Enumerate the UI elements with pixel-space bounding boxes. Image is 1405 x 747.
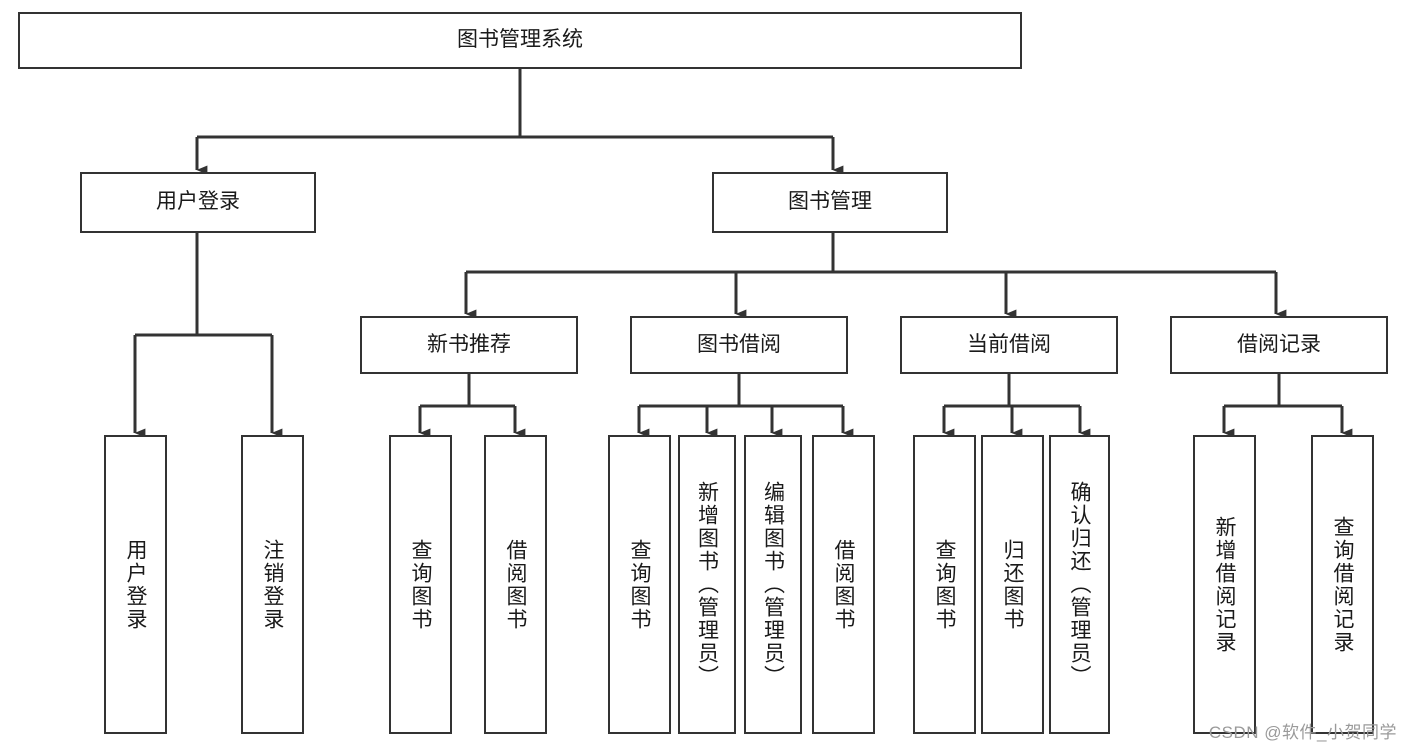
node-book-borrow[interactable]: 图书借阅: [630, 316, 848, 374]
node-leaf-return-book[interactable]: 归还图书: [981, 435, 1044, 734]
node-leaf-user-login[interactable]: 用户登录: [104, 435, 167, 734]
node-label: 图书借阅: [697, 332, 781, 356]
node-label: 借阅图书: [504, 538, 527, 631]
node-leaf-add-book[interactable]: 新增图书（管理员）: [678, 435, 736, 734]
node-leaf-borrow-book[interactable]: 借阅图书: [812, 435, 875, 734]
node-label: 借阅图书: [832, 538, 855, 631]
node-label: 当前借阅: [967, 332, 1051, 356]
node-label: 图书管理: [788, 190, 872, 214]
node-leaf-query-book-borrow[interactable]: 查询图书: [608, 435, 671, 734]
node-label: 归还图书: [1001, 538, 1024, 631]
node-leaf-add-borrow-record[interactable]: 新增借阅记录: [1193, 435, 1256, 734]
node-label: 借阅记录: [1237, 332, 1321, 356]
node-label: 图书管理系统: [457, 28, 583, 52]
node-label: 新增借阅记录: [1213, 515, 1236, 654]
node-leaf-logout-login[interactable]: 注销登录: [241, 435, 304, 734]
node-label: 查询图书: [409, 538, 432, 631]
node-user-login[interactable]: 用户登录: [80, 172, 316, 233]
node-label: 查询借阅记录: [1331, 515, 1354, 654]
node-label: 新增图书（管理员）: [695, 481, 719, 688]
node-label: 新书推荐: [427, 332, 511, 356]
node-leaf-query-book-new[interactable]: 查询图书: [389, 435, 452, 734]
node-new-book-recommend[interactable]: 新书推荐: [360, 316, 578, 374]
node-label: 用户登录: [124, 538, 147, 631]
node-leaf-query-borrow-record[interactable]: 查询借阅记录: [1311, 435, 1374, 734]
csdn-watermark: CSDN @软件_小贺同学: [1208, 723, 1397, 742]
node-label: 确认归还（管理员）: [1068, 481, 1091, 688]
node-current-borrow[interactable]: 当前借阅: [900, 316, 1118, 374]
node-root-book-management-system[interactable]: 图书管理系统: [18, 12, 1022, 69]
node-label: 查询图书: [933, 538, 956, 631]
node-label: 查询图书: [628, 538, 651, 631]
node-leaf-edit-book[interactable]: 编辑图书（管理员）: [744, 435, 802, 734]
node-borrow-record[interactable]: 借阅记录: [1170, 316, 1388, 374]
node-label: 用户登录: [156, 190, 240, 214]
node-book-manage[interactable]: 图书管理: [712, 172, 948, 233]
node-label: 注销登录: [261, 538, 284, 631]
node-leaf-query-book-current[interactable]: 查询图书: [913, 435, 976, 734]
node-leaf-confirm-return[interactable]: 确认归还（管理员）: [1049, 435, 1110, 734]
node-leaf-borrow-book-new[interactable]: 借阅图书: [484, 435, 547, 734]
node-label: 编辑图书（管理员）: [761, 481, 785, 688]
